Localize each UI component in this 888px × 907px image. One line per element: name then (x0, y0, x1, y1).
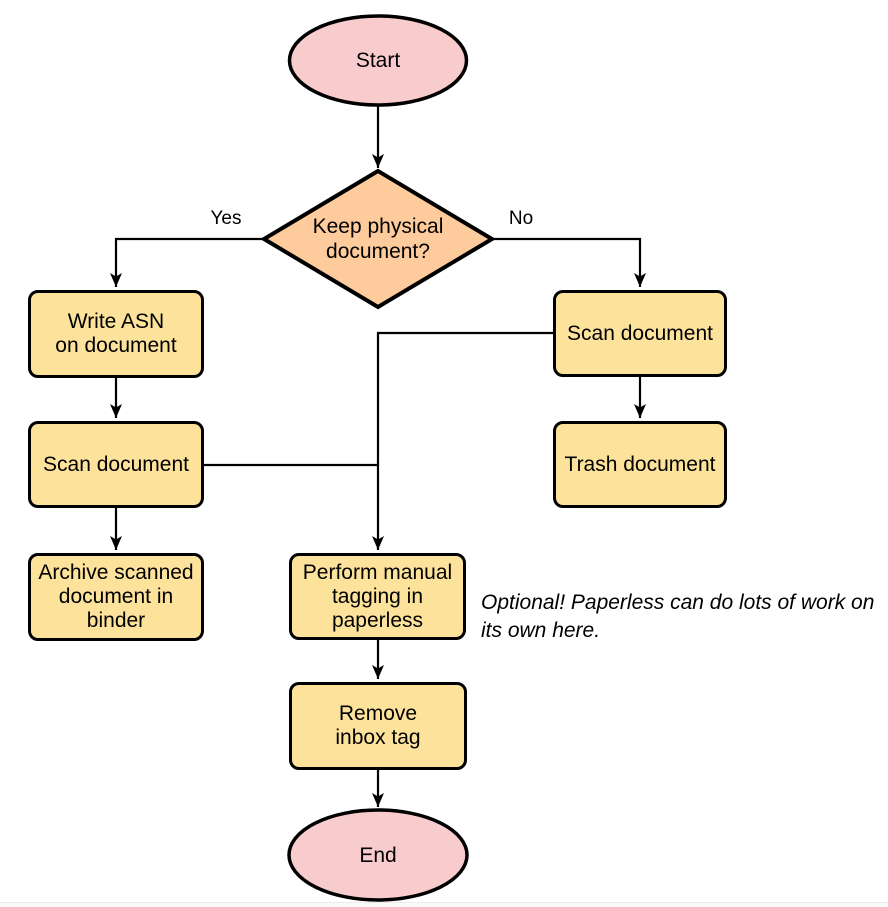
node-start-label: Start (355, 49, 401, 72)
edge-decision-no (492, 237, 646, 287)
optional-annotation: Optional! Paperless can do lots of work … (481, 591, 875, 642)
bottom-hairline (0, 902, 888, 903)
node-end: End (288, 810, 468, 900)
node-scan-document-left: Scan document (28, 421, 204, 508)
node-scan-document-right: Scan document (553, 290, 727, 377)
node-keep-physical-document: Keep physical document? (278, 212, 478, 266)
node-remove-inbox-tag: Remove inbox tag (289, 682, 467, 770)
decision-diamond-shape (260, 168, 496, 310)
node-perform-manual-tagging: Perform manual tagging in paperless (289, 553, 466, 640)
edge-scanright-to-tagging (372, 331, 553, 550)
edge-decision-yes (110, 237, 264, 287)
edge-label-no: No (508, 208, 534, 229)
node-label: Perform manual tagging in paperless (302, 560, 453, 632)
start-terminal-shape (287, 14, 469, 107)
edge-label-yes: Yes (210, 208, 242, 229)
node-label: Scan document (43, 452, 189, 476)
node-trash-document: Trash document (553, 421, 727, 508)
node-start: Start (288, 16, 468, 105)
bottom-strip (0, 903, 888, 907)
node-end-label: End (359, 843, 397, 867)
node-label: Remove inbox tag (335, 702, 421, 749)
node-write-asn-on-document: Write ASN on document (28, 290, 204, 378)
node-label: Write ASN on document (55, 310, 177, 357)
decision-label: Keep physical document? (312, 215, 444, 263)
node-label: Trash document (564, 452, 716, 476)
end-terminal-shape (287, 808, 469, 902)
node-archive-scanned-document: Archive scanned document in binder (28, 553, 204, 641)
node-label: Archive scanned document in binder (38, 561, 194, 632)
node-label: Scan document (567, 321, 713, 345)
